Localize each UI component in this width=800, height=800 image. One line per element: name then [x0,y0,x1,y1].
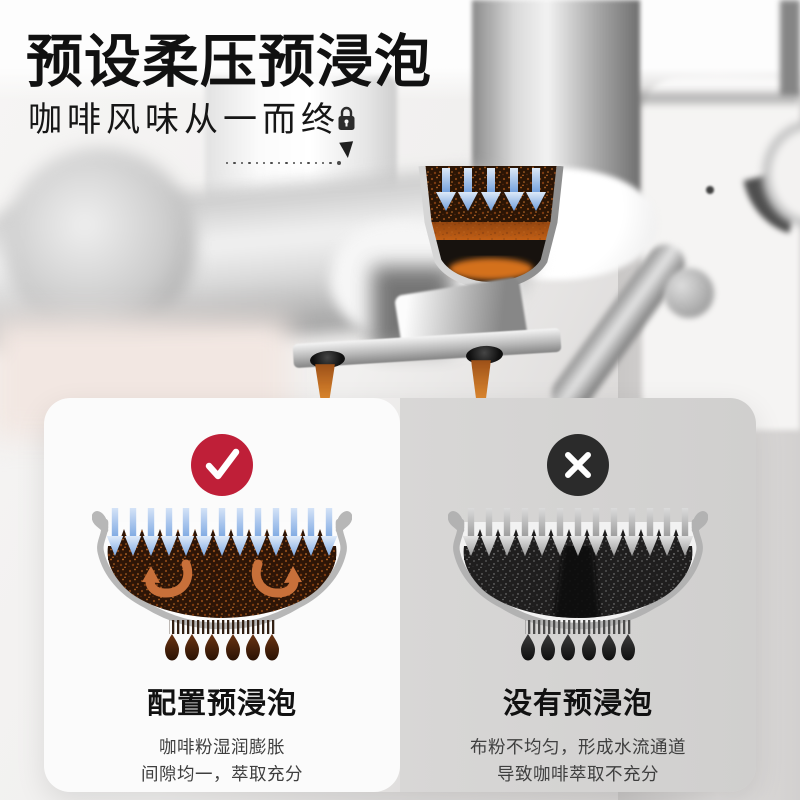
expansion-arrows [142,559,302,598]
filter-mesh [169,620,275,634]
triangle-down-pointer-icon [339,141,355,159]
portafilter-handle-cap [4,148,196,340]
panel-no-preinfusion: 没有预浸泡 布粉不均匀，形成水流通道 导致咖啡萃取不充分 [400,398,756,792]
espresso-stream-left [315,364,335,400]
basket-illustration-no-preinfusion [448,508,708,661]
panel-label: 配置预浸泡 [146,688,297,720]
water-channel [554,546,600,618]
coffee-droplets [521,634,635,661]
coffee-droplets [165,634,279,661]
lock-icon [338,106,355,130]
check-icon [191,434,253,496]
filter-mesh [525,620,631,634]
photo-top-highlight [0,0,800,100]
page-subtitle: 咖啡风味从一而终 [28,101,340,139]
panel-description: 咖啡粉湿润膨胀 间隙均一，萃取充分 [141,737,303,784]
steam-wand-hinge [664,268,714,318]
page-title: 预设柔压预浸泡 [26,30,432,94]
brew-cutaway-illustration [418,166,564,290]
panel-description: 布粉不均匀，形成水流通道 导致咖啡萃取不充分 [470,737,686,784]
comparison-card: 配置预浸泡 咖啡粉湿润膨胀 间隙均一，萃取充分 [44,398,756,792]
basket-illustration-preinfusion [92,508,352,661]
photo-corner-band [780,0,800,96]
espresso-stream-right [471,360,491,400]
panel-with-preinfusion: 配置预浸泡 咖啡粉湿润膨胀 间隙均一，萃取充分 [44,398,400,792]
panel-label: 没有预浸泡 [502,688,653,720]
machine-panel-dot [706,186,714,194]
cross-icon [547,434,609,496]
dial-tick-marks [226,158,350,168]
